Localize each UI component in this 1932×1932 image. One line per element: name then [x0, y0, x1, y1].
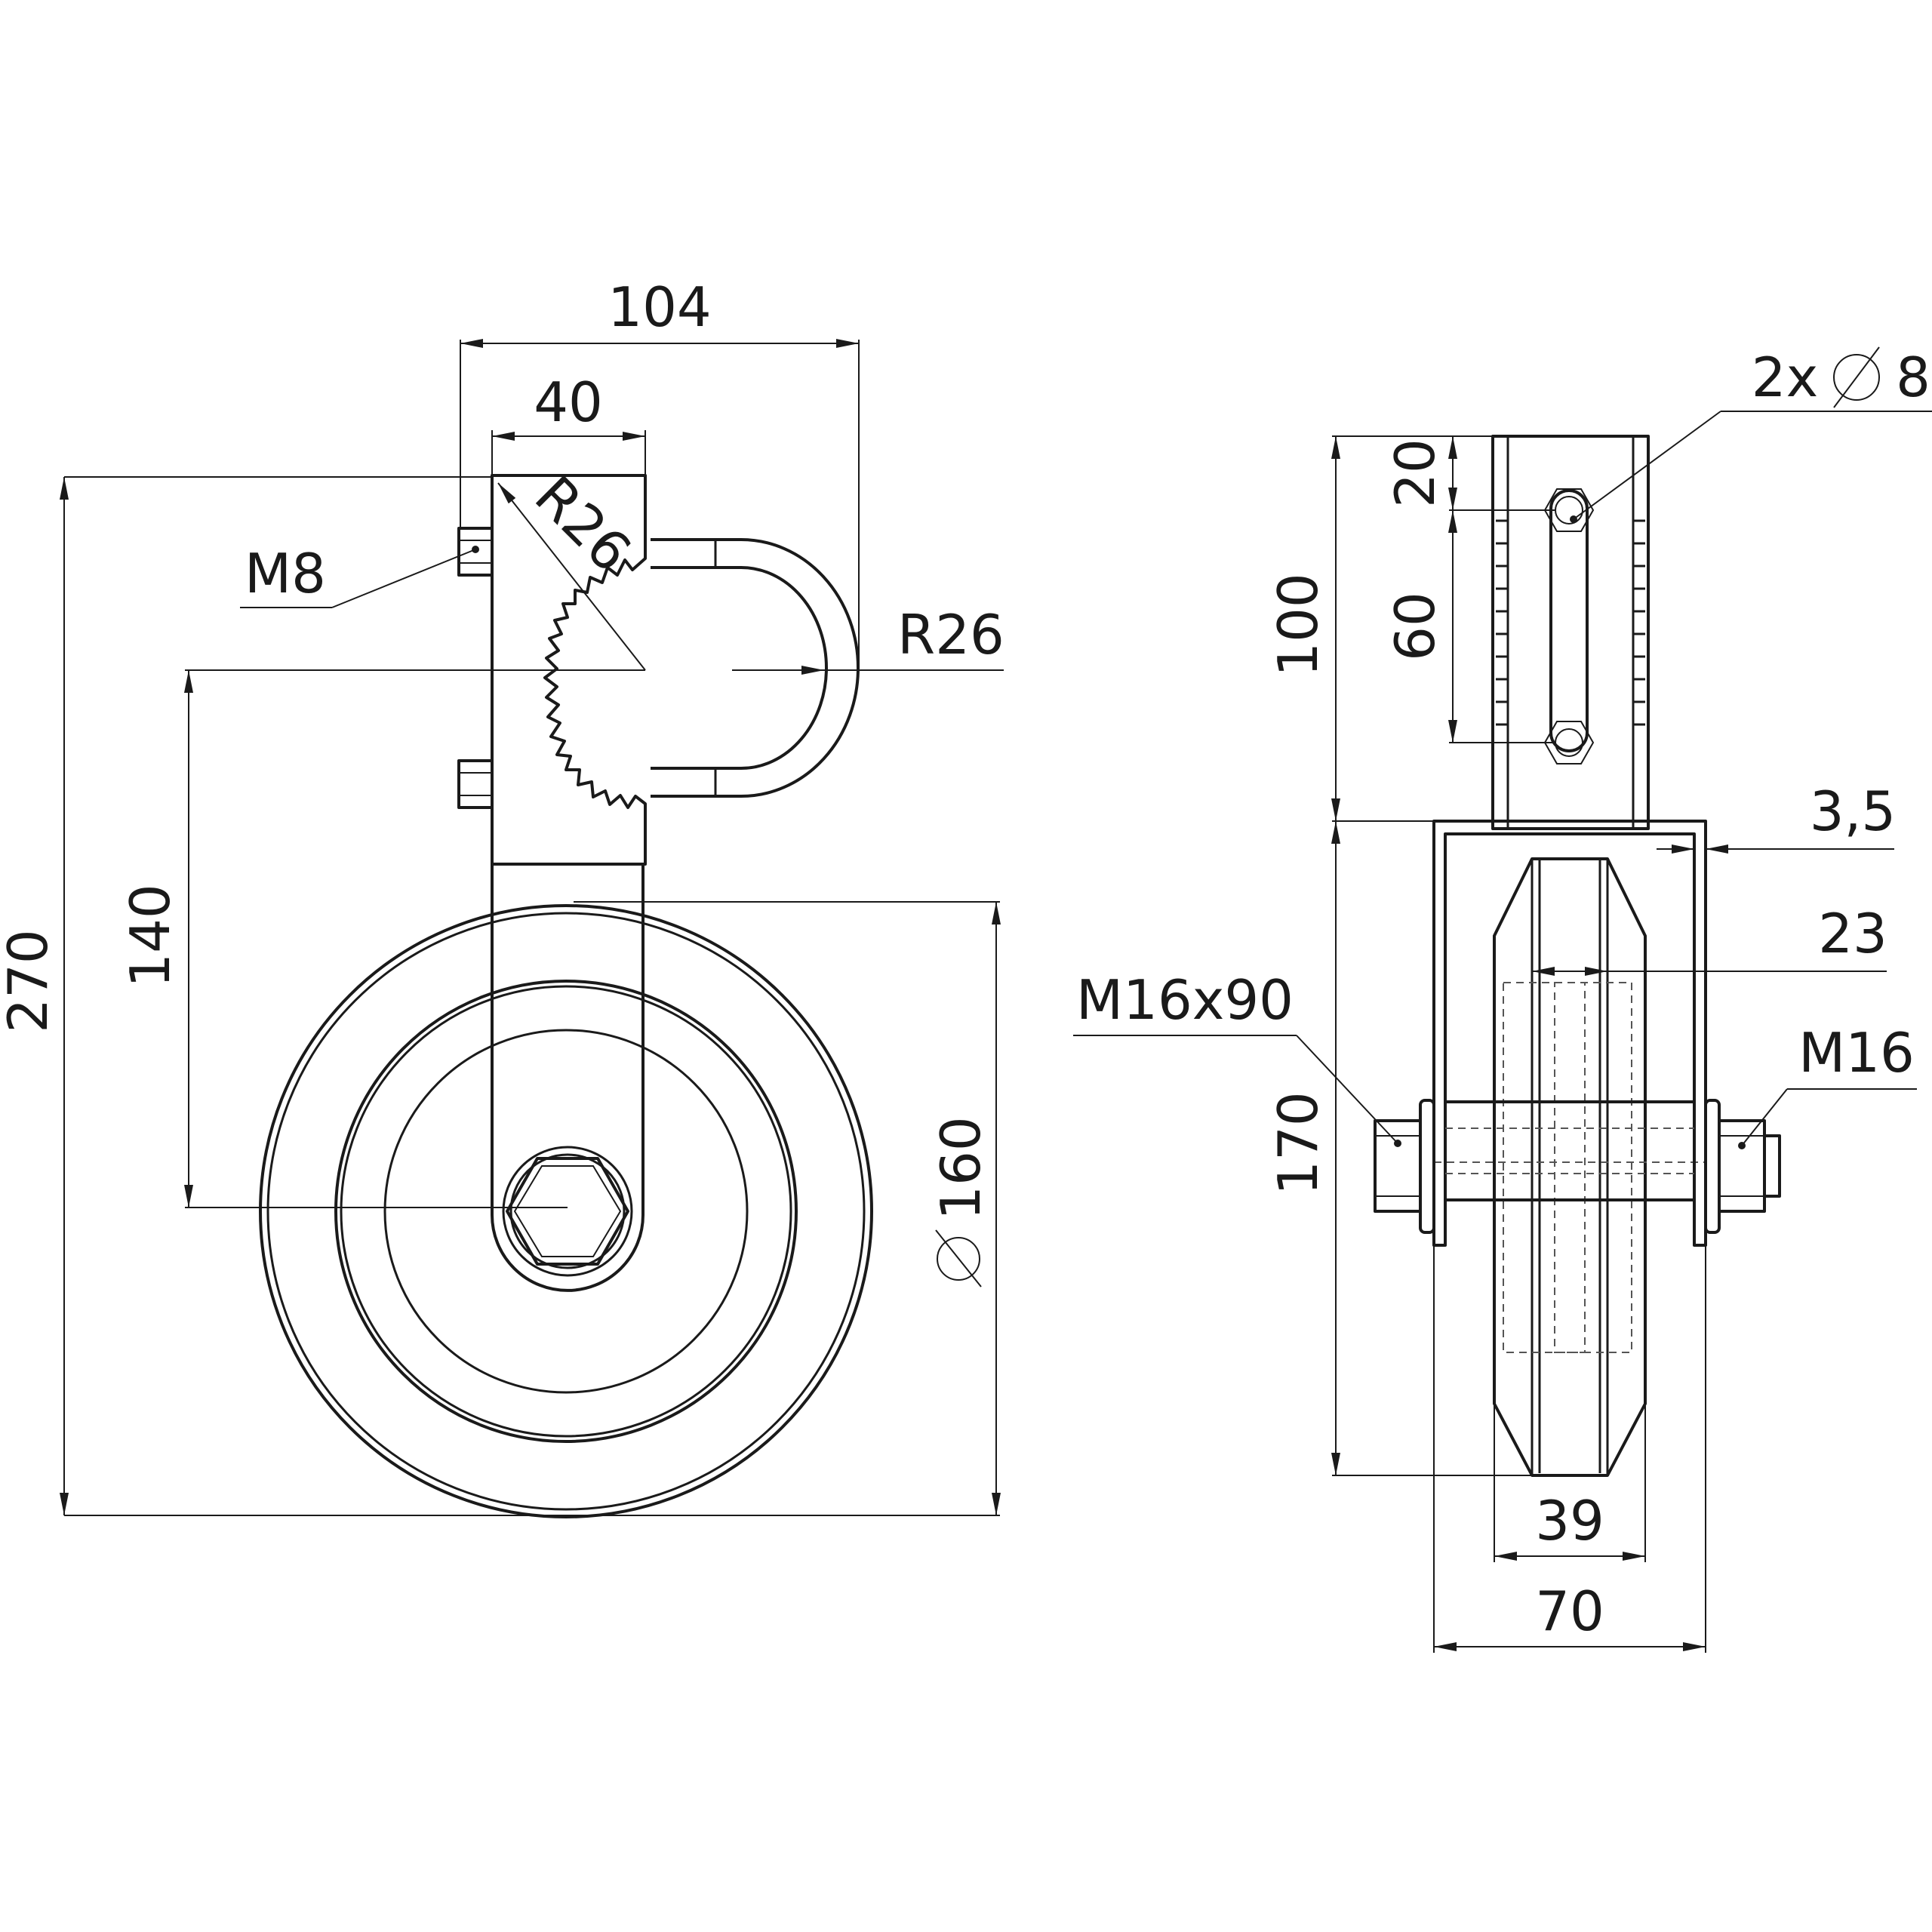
fork-arm	[491, 863, 645, 1292]
wheel-front	[1434, 857, 1706, 1477]
dim-clamp-radius-outer: R26	[897, 603, 1004, 666]
dim-clamp-width: 40	[534, 371, 603, 434]
front-view: 2x 8 20 60 100 3,5 23 M16x90	[1073, 346, 1932, 1653]
side-view: 104 40 R26 R26 M8 270 140 160	[0, 275, 1004, 1518]
label-hole-diameter: 8	[1896, 346, 1930, 409]
diameter-symbol-icon	[935, 1229, 982, 1287]
dim-hole-top-offset: 20	[1383, 438, 1447, 508]
mount-plate	[1491, 435, 1650, 830]
axle-bolt	[1374, 1099, 1781, 1234]
diameter-symbol-icon-2	[1833, 346, 1880, 408]
dim-mount-height: 100	[1266, 573, 1330, 676]
dim-hub-width: 23	[1818, 902, 1887, 965]
dim-overall-width: 104	[608, 275, 711, 339]
label-axle-nut: M16	[1798, 1021, 1915, 1084]
dim-wheel-diameter: 160	[929, 1116, 992, 1220]
wheel-side	[259, 904, 873, 1518]
serration-right	[1633, 519, 1645, 726]
label-axle-bolt: M16x90	[1076, 968, 1294, 1032]
dim-hole-spacing: 60	[1383, 592, 1447, 661]
label-clamp-bolt: M8	[245, 542, 326, 605]
dim-fork-height: 170	[1266, 1091, 1330, 1195]
clamp-body	[457, 474, 860, 866]
dim-clamp-radius-inner: R26	[523, 464, 644, 585]
label-holes-count: 2x	[1752, 346, 1818, 409]
dim-wheel-width: 39	[1535, 1489, 1604, 1552]
dim-axle-offset: 140	[118, 884, 182, 987]
dim-fork-width: 70	[1535, 1580, 1604, 1643]
fork-front	[1432, 820, 1707, 1247]
dim-plate-thickness: 3,5	[1810, 780, 1897, 843]
serration-left	[1496, 519, 1508, 726]
dim-overall-height: 270	[0, 929, 60, 1032]
